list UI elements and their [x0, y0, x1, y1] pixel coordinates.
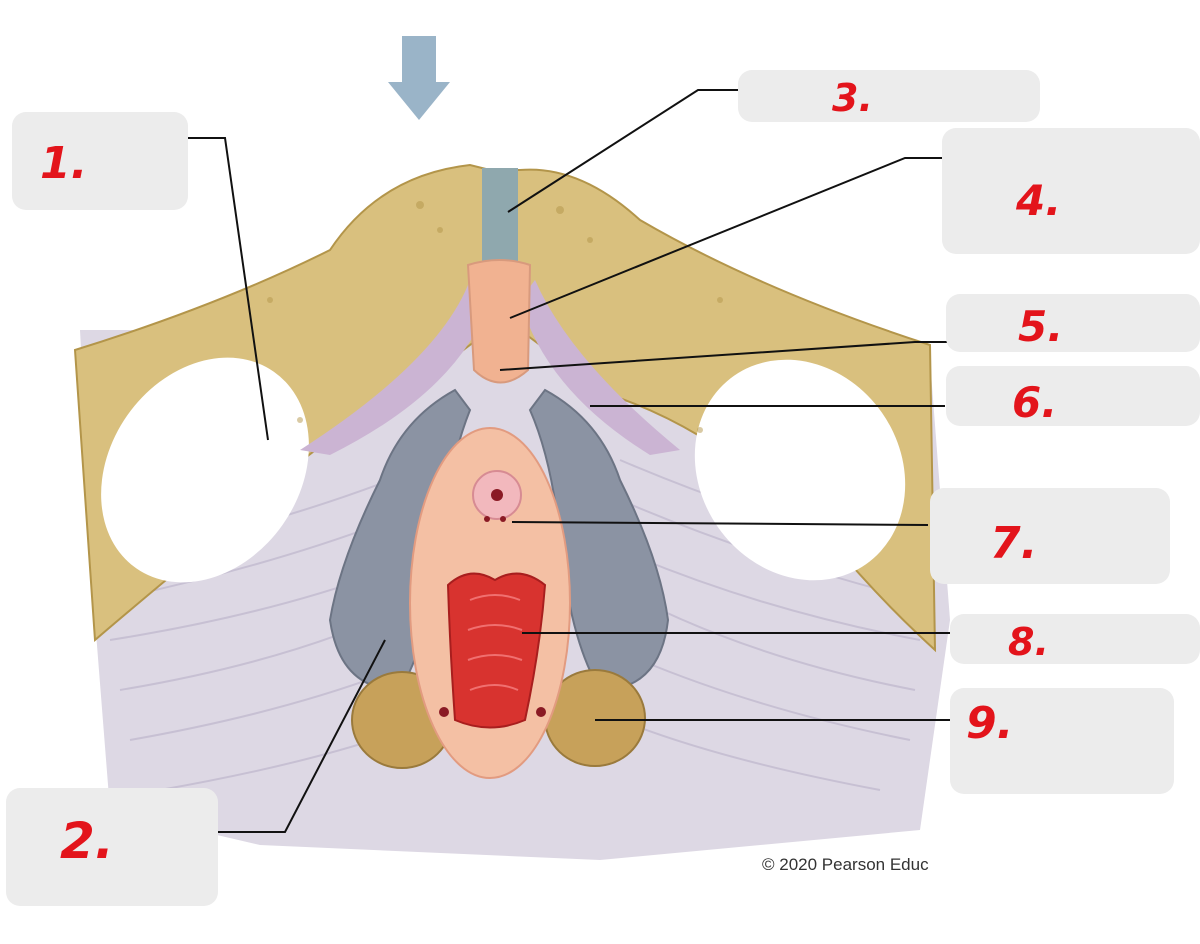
label-box-1[interactable] [12, 112, 188, 210]
label-box-8[interactable] [950, 614, 1200, 664]
label-box-4[interactable] [942, 128, 1200, 254]
leader-line-2 [188, 639, 386, 833]
label-6: 6. [1012, 378, 1058, 427]
urethral-opening [491, 489, 503, 501]
label-8: 8. [1008, 620, 1049, 664]
leader-line-3 [507, 89, 738, 213]
label-4: 4. [1016, 176, 1062, 225]
ischiocavernosus-right [520, 280, 680, 455]
label-box-3[interactable] [738, 70, 1040, 122]
label-box-6[interactable] [946, 366, 1200, 426]
label-box-9[interactable] [950, 688, 1174, 794]
obturator-foramen-left [101, 357, 309, 583]
bone-texture [267, 201, 723, 433]
gland-duct-right [536, 707, 546, 717]
paraurethral-duct-left [484, 516, 490, 522]
vaginal-rugae [467, 594, 523, 691]
label-1: 1. [40, 138, 88, 189]
label-2: 2. [60, 812, 114, 870]
label-7: 7. [990, 518, 1038, 569]
label-9: 9. [966, 698, 1014, 749]
label-box-2[interactable] [6, 788, 218, 906]
copyright-notice: © 2020 Pearson Educ [762, 855, 929, 874]
paraurethral-duct-right [500, 516, 506, 522]
label-box-5[interactable] [946, 294, 1200, 352]
pubic-ligament [482, 168, 518, 268]
leader-lines [188, 89, 955, 833]
view-arrow [388, 36, 450, 120]
leader-line-4 [509, 157, 942, 319]
gland-duct-left [439, 707, 449, 717]
label-3: 3. [832, 76, 873, 120]
label-5: 5. [1018, 302, 1064, 351]
leader-line-5 [499, 341, 948, 371]
label-box-7[interactable] [930, 488, 1170, 584]
leader-line-7 [511, 521, 929, 526]
leader-line-1 [188, 137, 269, 441]
clitoris-body [466, 259, 532, 384]
